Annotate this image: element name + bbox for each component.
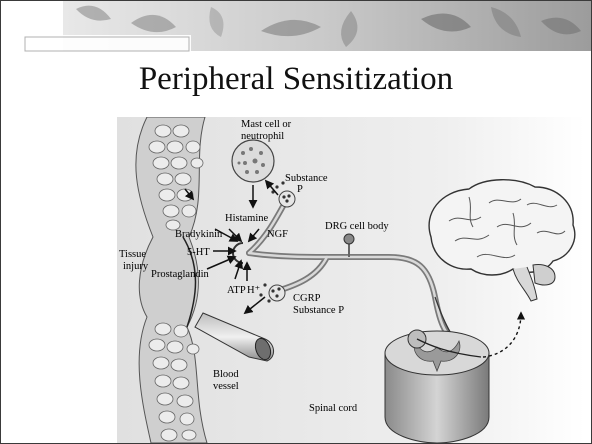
label-mast-cell: Mast cell or: [241, 119, 292, 130]
label-tissue-injury: Tissue: [119, 249, 146, 260]
mast-cell: [232, 140, 274, 182]
label-5ht: 5-HT: [187, 247, 210, 258]
label-blood-vessel-2: vessel: [213, 381, 239, 392]
label-substance-p-top: Substance: [285, 173, 328, 184]
label-neutrophil: neutrophil: [241, 131, 284, 142]
label-substance-p-top-p: P: [297, 184, 303, 195]
label-tissue-injury-2: injury: [123, 261, 149, 272]
label-prostaglandin: Prostaglandin: [151, 269, 209, 280]
label-substance-p-bottom: Substance P: [293, 305, 344, 316]
label-blood-vessel: Blood: [213, 369, 239, 380]
label-cgrp: CGRP: [293, 293, 321, 304]
label-atp: ATP: [227, 285, 246, 296]
label-ngf: NGF: [267, 229, 288, 240]
slide-title: Peripheral Sensitization: [1, 61, 591, 98]
label-spinal-cord: Spinal cord: [309, 403, 358, 414]
label-histamine: Histamine: [225, 213, 268, 224]
tissue-cells: [136, 117, 207, 443]
banner-decoration: [1, 1, 591, 57]
label-bradykinin: Bradykinin: [175, 229, 223, 240]
label-h-plus: H⁺: [247, 285, 261, 296]
peripheral-sensitization-diagram: Mast cell or neutrophil Substance P Hist…: [117, 117, 585, 443]
spinal-cord: [385, 330, 489, 443]
label-drg-cell-body: DRG cell body: [325, 221, 389, 232]
